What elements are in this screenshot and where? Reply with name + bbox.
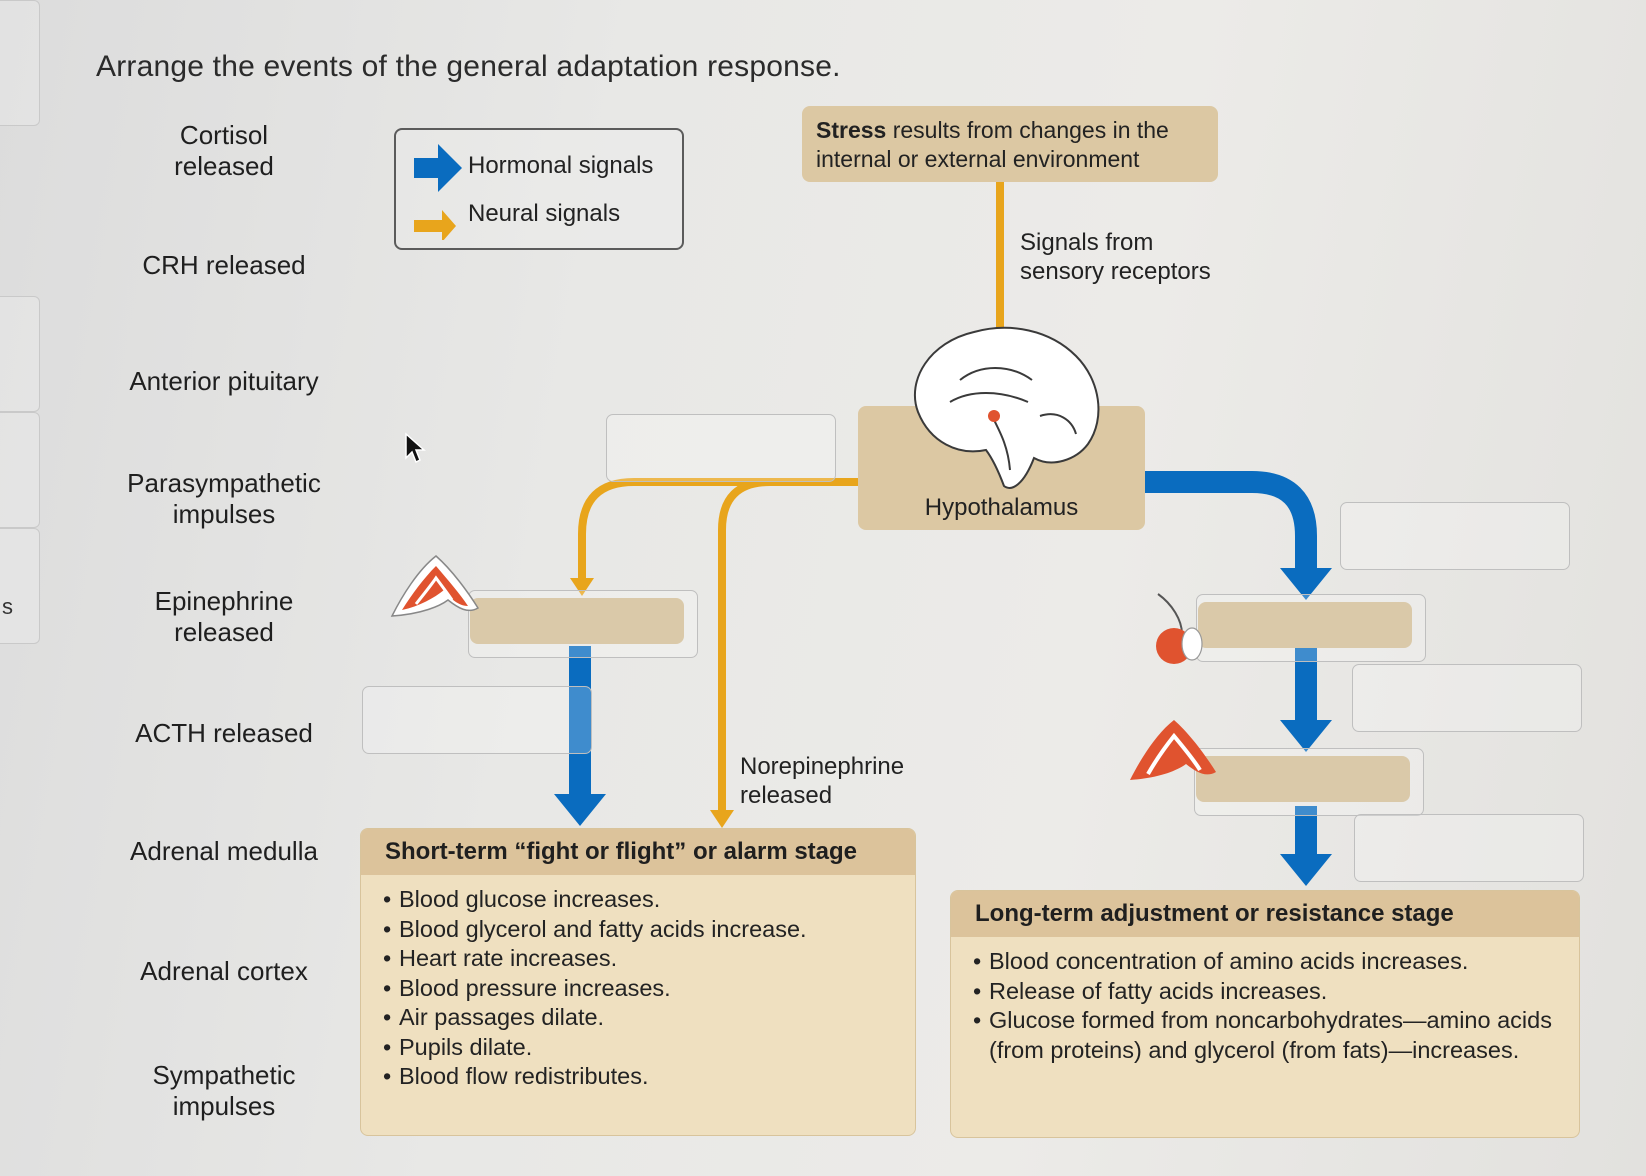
edge-letter: s [2,594,13,619]
left-panel-tab[interactable] [0,0,40,126]
draggable-label[interactable]: Epinephrine released [154,586,294,647]
adrenal-medulla-slot [470,598,684,644]
drop-zone-hormone-2[interactable] [1352,664,1582,732]
stage-list-item: Blood flow redistributes. [383,1062,915,1092]
adrenal-gland-icon-2 [1130,720,1216,780]
adrenal-gland-icon [390,555,480,617]
sensory-signals-label: Signals from sensory receptors [1020,229,1211,285]
stage-list-item: Blood concentration of amino acids incre… [973,947,1555,977]
stage-list-item: Heart rate increases. [383,944,915,974]
legend: Hormonal signals Neural signals [394,128,684,250]
alarm-stage-box: Short-term “fight or flight” or alarm st… [360,828,916,1136]
neural-arrowhead [710,810,734,828]
pituitary-gland-icon [1156,593,1203,664]
drop-zone-hormone-1[interactable] [1340,502,1570,570]
alarm-stage-heading: Short-term “fight or flight” or alarm st… [361,829,915,875]
stress-box: Stress results from changes in the inter… [802,106,1218,182]
neural-arrow-to-medulla [578,478,858,580]
neural-arrow-norepinephrine [718,478,771,812]
resistance-stage-heading: Long-term adjustment or resistance stage [951,891,1579,937]
question-title: Arrange the events of the general adapta… [96,50,841,83]
resistance-stage-list: Blood concentration of amino acids incre… [951,947,1579,1065]
drop-zone-hormone-3[interactable] [1354,814,1584,882]
draggable-label[interactable]: CRH released [142,250,306,280]
stress-text: results from changes in the internal or … [816,117,1169,172]
norepinephrine-label: Norepinephrine released [740,753,905,809]
hormonal-arrowhead [1280,568,1332,600]
hormonal-arrowhead [1280,720,1332,752]
draggable-label[interactable]: ACTH released [135,718,313,748]
stage-list-item: Blood pressure increases. [383,974,915,1004]
neural-arrow-swatch [414,210,456,240]
legend-swatches [414,144,462,240]
left-panel-tab[interactable] [0,412,40,528]
hormonal-arrowhead [554,794,606,826]
neural-arrowhead [570,578,594,596]
draggable-label[interactable]: Parasympathetic impulses [127,468,321,529]
stage-list-item: Air passages dilate. [383,1003,915,1033]
left-panel-tab[interactable] [0,528,40,644]
draggable-label[interactable]: Adrenal medulla [130,836,318,866]
stage-list-item: Glucose formed from noncarbohydrates—ami… [973,1006,1555,1065]
hormonal-arrow-swatch [414,144,462,192]
legend-hormonal-label: Hormonal signals [468,152,654,179]
drop-zone-neural-branch[interactable] [606,414,836,482]
hypothalamus-label: Hypothalamus [924,494,1079,521]
hormonal-arrowhead [1280,854,1332,886]
left-panel-tab[interactable] [0,296,40,412]
anterior-pituitary-slot [1198,602,1412,648]
stage-list-item: Release of fatty acids increases. [973,977,1555,1007]
stage-list-item: Pupils dilate. [383,1033,915,1063]
hormonal-arrow-hypothalamus-to-pituitary [1145,471,1317,570]
brain-icon [913,326,1100,489]
stage-list-item: Blood glycerol and fatty acids increase. [383,915,915,945]
legend-neural-label: Neural signals [468,200,621,227]
stress-bold: Stress [816,117,887,143]
resistance-stage-box: Long-term adjustment or resistance stage… [950,890,1580,1138]
draggable-label[interactable]: Cortisol released [174,120,274,181]
draggable-label[interactable]: Sympathetic impulses [152,1060,296,1121]
draggable-label[interactable]: Anterior pituitary [129,366,319,396]
draggable-label[interactable]: Adrenal cortex [140,956,308,986]
stage-list-item: Blood glucose increases. [383,885,915,915]
hypothalamus-marker [988,410,1000,422]
drop-zone-medulla-output[interactable] [362,686,592,754]
mouse-cursor-icon [405,432,426,464]
alarm-stage-list: Blood glucose increases.Blood glycerol a… [361,885,915,1092]
adrenal-cortex-slot [1196,756,1410,802]
